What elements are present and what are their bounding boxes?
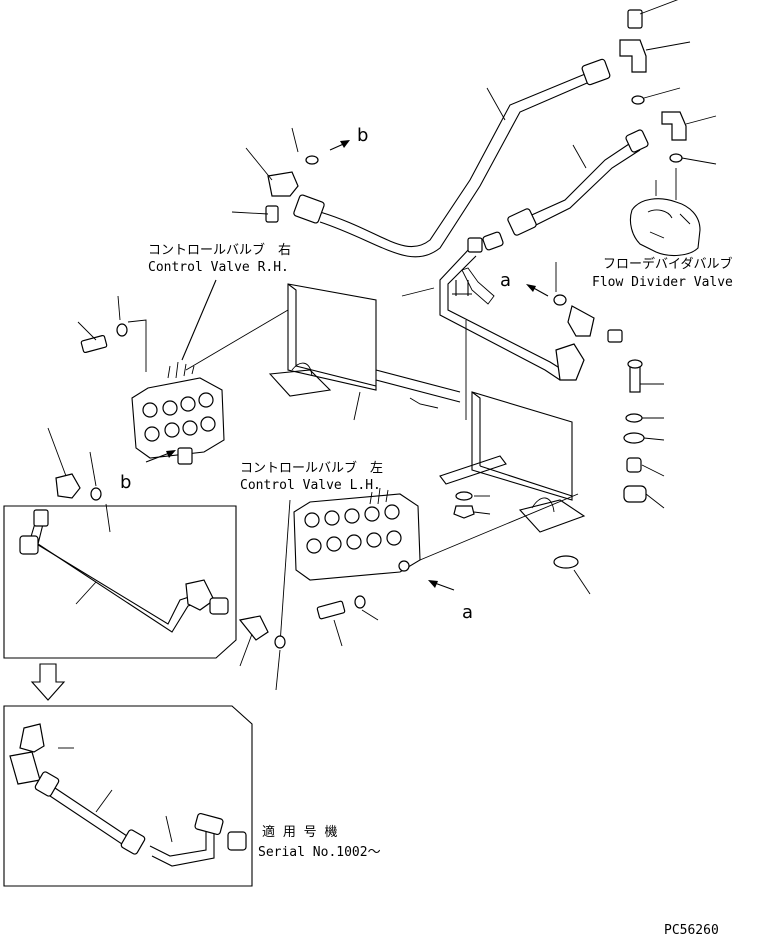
cv-rh-en-label: Control Valve R.H. [148, 260, 289, 275]
cv-rh-jp-label: コントロールバルブ 右 [148, 242, 291, 258]
bent-pipe [401, 231, 585, 381]
drawing-number: PC56260 [664, 923, 719, 938]
callout-a-upper: a [500, 270, 511, 291]
control-valve-lh [279, 487, 579, 647]
rh-bolt-washer [77, 295, 147, 372]
inset-box-lower [3, 705, 253, 887]
upper-right-fittings [619, 0, 717, 165]
cv-lh-jp-label: コントロールバルブ 左 [240, 460, 383, 476]
bracket-lower [439, 320, 586, 533]
right-fittings [553, 262, 665, 509]
flow-divider-valve [629, 168, 701, 257]
serial-jp-label: 適 用 号 機 [262, 824, 337, 840]
bracket-upper [268, 283, 461, 421]
lower-bracket-washers [453, 491, 591, 595]
callout-b-lower: b [120, 472, 131, 493]
flow-divider-en-label: Flow Divider Valve [592, 275, 733, 290]
short-hose [507, 129, 649, 236]
u-clamp [452, 267, 549, 305]
callout-b-upper: b [357, 125, 368, 146]
serial-en-label: Serial No.1002～ [258, 845, 381, 860]
inset-side-fittings [47, 427, 286, 691]
cv-lh-en-label: Control Valve L.H. [240, 478, 381, 493]
long-hose [293, 58, 611, 258]
inset-box-upper [3, 505, 237, 659]
flow-divider-jp-label: フローデバイダバルブ [603, 256, 732, 272]
upper-left-fittings [231, 127, 350, 223]
down-arrow [30, 663, 66, 701]
control-valve-rh [131, 279, 289, 465]
callout-a-lower: a [462, 602, 473, 623]
